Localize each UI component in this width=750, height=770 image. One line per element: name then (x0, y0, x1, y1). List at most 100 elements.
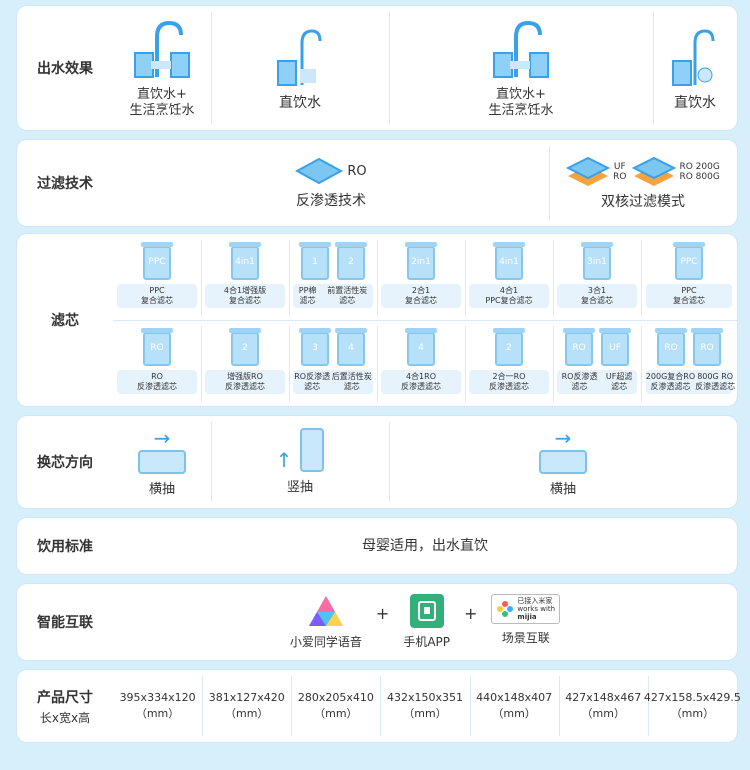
row-label: 滤芯 (51, 313, 79, 329)
size-cell: 427x148x467（mm） (559, 670, 648, 742)
effect-label: 直饮水 (674, 95, 716, 111)
effect-label: 直饮水+ 生活烹饪水 (129, 87, 195, 118)
smart-label: 场景互联 (501, 631, 550, 645)
filter-cartridge-icon: 4in1 (229, 242, 261, 280)
size-unit: （mm） (581, 707, 625, 720)
mijia-flower-icon (497, 601, 514, 617)
row-replace-direction: 换芯方向 → 横抽 ↑ 竖抽 → 横抽 (17, 416, 737, 508)
filter-horizontal-icon (539, 450, 587, 474)
filter-caption: UF超滤 滤芯 (605, 372, 633, 391)
tech-badge: UF (613, 162, 626, 172)
size-cell: 440x148x407 （mm） (470, 670, 559, 742)
faucet-double-icon (493, 20, 549, 78)
mijia-text: works with (517, 605, 556, 613)
size-value: 440x148x407 (476, 691, 553, 704)
filter-cartridge-icon: 2 (335, 242, 367, 280)
smart-item: 已接入米家 works with mijia 场景互联 (491, 594, 561, 646)
filter-caption: 4合1RO 反渗透滤芯 (401, 372, 441, 391)
filter-caption: PPC 复合滤芯 (672, 286, 705, 305)
membrane-double-icon (632, 156, 677, 186)
filter-caption: 2合一RO 反渗透滤芯 (489, 372, 529, 391)
filter-caption: 4合1 PPC复合滤芯 (485, 286, 533, 305)
filter-cartridge-icon: UF (599, 328, 631, 366)
row-label: 产品尺寸 长x宽x高 (17, 670, 113, 742)
size-unit: （mm） (492, 707, 536, 720)
size-value: 395x334x120 (119, 691, 196, 704)
membrane-icon (295, 157, 344, 185)
faucet-single-icon (277, 29, 322, 86)
size-unit: （mm） (403, 707, 447, 720)
filter-caption: RO反渗透 滤芯 (561, 372, 598, 391)
filter-caption: 200G复合RO 反渗透滤芯 (645, 372, 696, 391)
direction-cell: → 横抽 (113, 416, 211, 508)
size-value: 432x150x351 (386, 691, 463, 704)
filter-cartridge-icon: 1 (299, 242, 331, 280)
row-drink-standard: 饮用标准 母婴适用，出水直饮 (17, 518, 737, 574)
size-value: 427x158.5x429.5 (643, 691, 741, 704)
arrow-up-icon: ↑ (275, 448, 293, 472)
size-cell: 395x334x120 （mm） (113, 670, 202, 742)
direction-cell: ↑ 竖抽 (211, 416, 389, 508)
tech-cell: RO 反渗透技术 (113, 140, 549, 226)
plus-icon: + (375, 604, 390, 623)
effect-cell: 直饮水 (211, 6, 389, 130)
mijia-text: 已接入米家 (517, 597, 553, 605)
filter-cartridge-icon: RO (563, 328, 595, 366)
filter-caption: 增强版RO 反渗透滤芯 (225, 372, 265, 391)
membrane-double-icon (565, 156, 611, 186)
tech-badge: RO (347, 164, 367, 179)
size-sublabel: 长x宽x高 (39, 710, 91, 725)
filter-caption: PPC 复合滤芯 (141, 286, 173, 305)
size-cell: 280x205x410（mm） (291, 670, 380, 742)
row-label: 饮用标准 (37, 539, 93, 555)
row-label: 换芯方向 (37, 455, 93, 471)
row-label: 过滤技术 (37, 176, 93, 192)
tech-badge: RO 200G (679, 162, 720, 172)
filter-vertical-icon (300, 428, 325, 472)
row-label: 出水效果 (37, 61, 93, 77)
mijia-app-icon (409, 594, 444, 628)
effect-cell: 直饮水+ 生活烹饪水 (113, 6, 211, 130)
size-cell: 427x158.5x429.5 （mm） (644, 670, 741, 742)
filter-caption: RO 反渗透滤芯 (137, 372, 177, 391)
arrow-right-icon: → (554, 426, 572, 450)
filter-cartridge-icon: 2in1 (405, 242, 437, 280)
row-water-effect: 出水效果 直饮水+ 生活烹饪水 直饮水 直饮水+ 生活烹饪水 直饮水 (17, 6, 737, 130)
size-value: 280x205x410 (297, 691, 374, 704)
filter-cartridge-icon: 2 (229, 328, 261, 366)
filter-caption: 800G RO 反渗透滤芯 (695, 372, 736, 391)
size-title: 产品尺寸 (37, 689, 93, 706)
filter-cartridge-icon: RO (655, 328, 687, 366)
mijia-badge: 已接入米家 works with mijia (491, 594, 561, 624)
filter-cartridge-icon: 4 (335, 328, 367, 366)
row-smart: 智能互联 小爱同学语音 + 手机APP + 已接入米家 works with m… (17, 584, 737, 660)
tech-label: 双核过滤模式 (601, 194, 685, 210)
smart-item: 小爱同学语音 (290, 594, 362, 650)
filter-caption: 前置活性炭 滤芯 (327, 286, 368, 305)
direction-cell: → 横抽 (389, 416, 737, 508)
size-value: 381x127x420 (208, 691, 285, 704)
mijia-text: mijia (517, 613, 537, 621)
size-unit: （mm） (670, 707, 715, 720)
effect-label: 直饮水+ 生活烹饪水 (488, 87, 554, 118)
filter-cartridge-icon: PPC (141, 242, 173, 280)
size-unit: （mm） (224, 707, 269, 720)
size-unit: （mm） (135, 707, 180, 720)
tech-badge: RO 800G (679, 172, 720, 182)
direction-label: 横抽 (549, 482, 576, 497)
size-grid: 395x334x120 （mm） 381x127x420 （mm） 280x205x41… (113, 670, 741, 742)
xiaoai-logo-icon (308, 596, 343, 626)
row-filter-tech: 过滤技术 RO 反渗透技术 UF RO RO 200G RO 800G (17, 140, 737, 226)
filter-caption: PP棉 滤芯 (298, 286, 317, 305)
tech-cell: UF RO RO 200G RO 800G 双核过滤模式 (549, 140, 737, 226)
filter-cartridge-icon: RO (691, 328, 723, 366)
faucet-double-icon (134, 20, 190, 78)
